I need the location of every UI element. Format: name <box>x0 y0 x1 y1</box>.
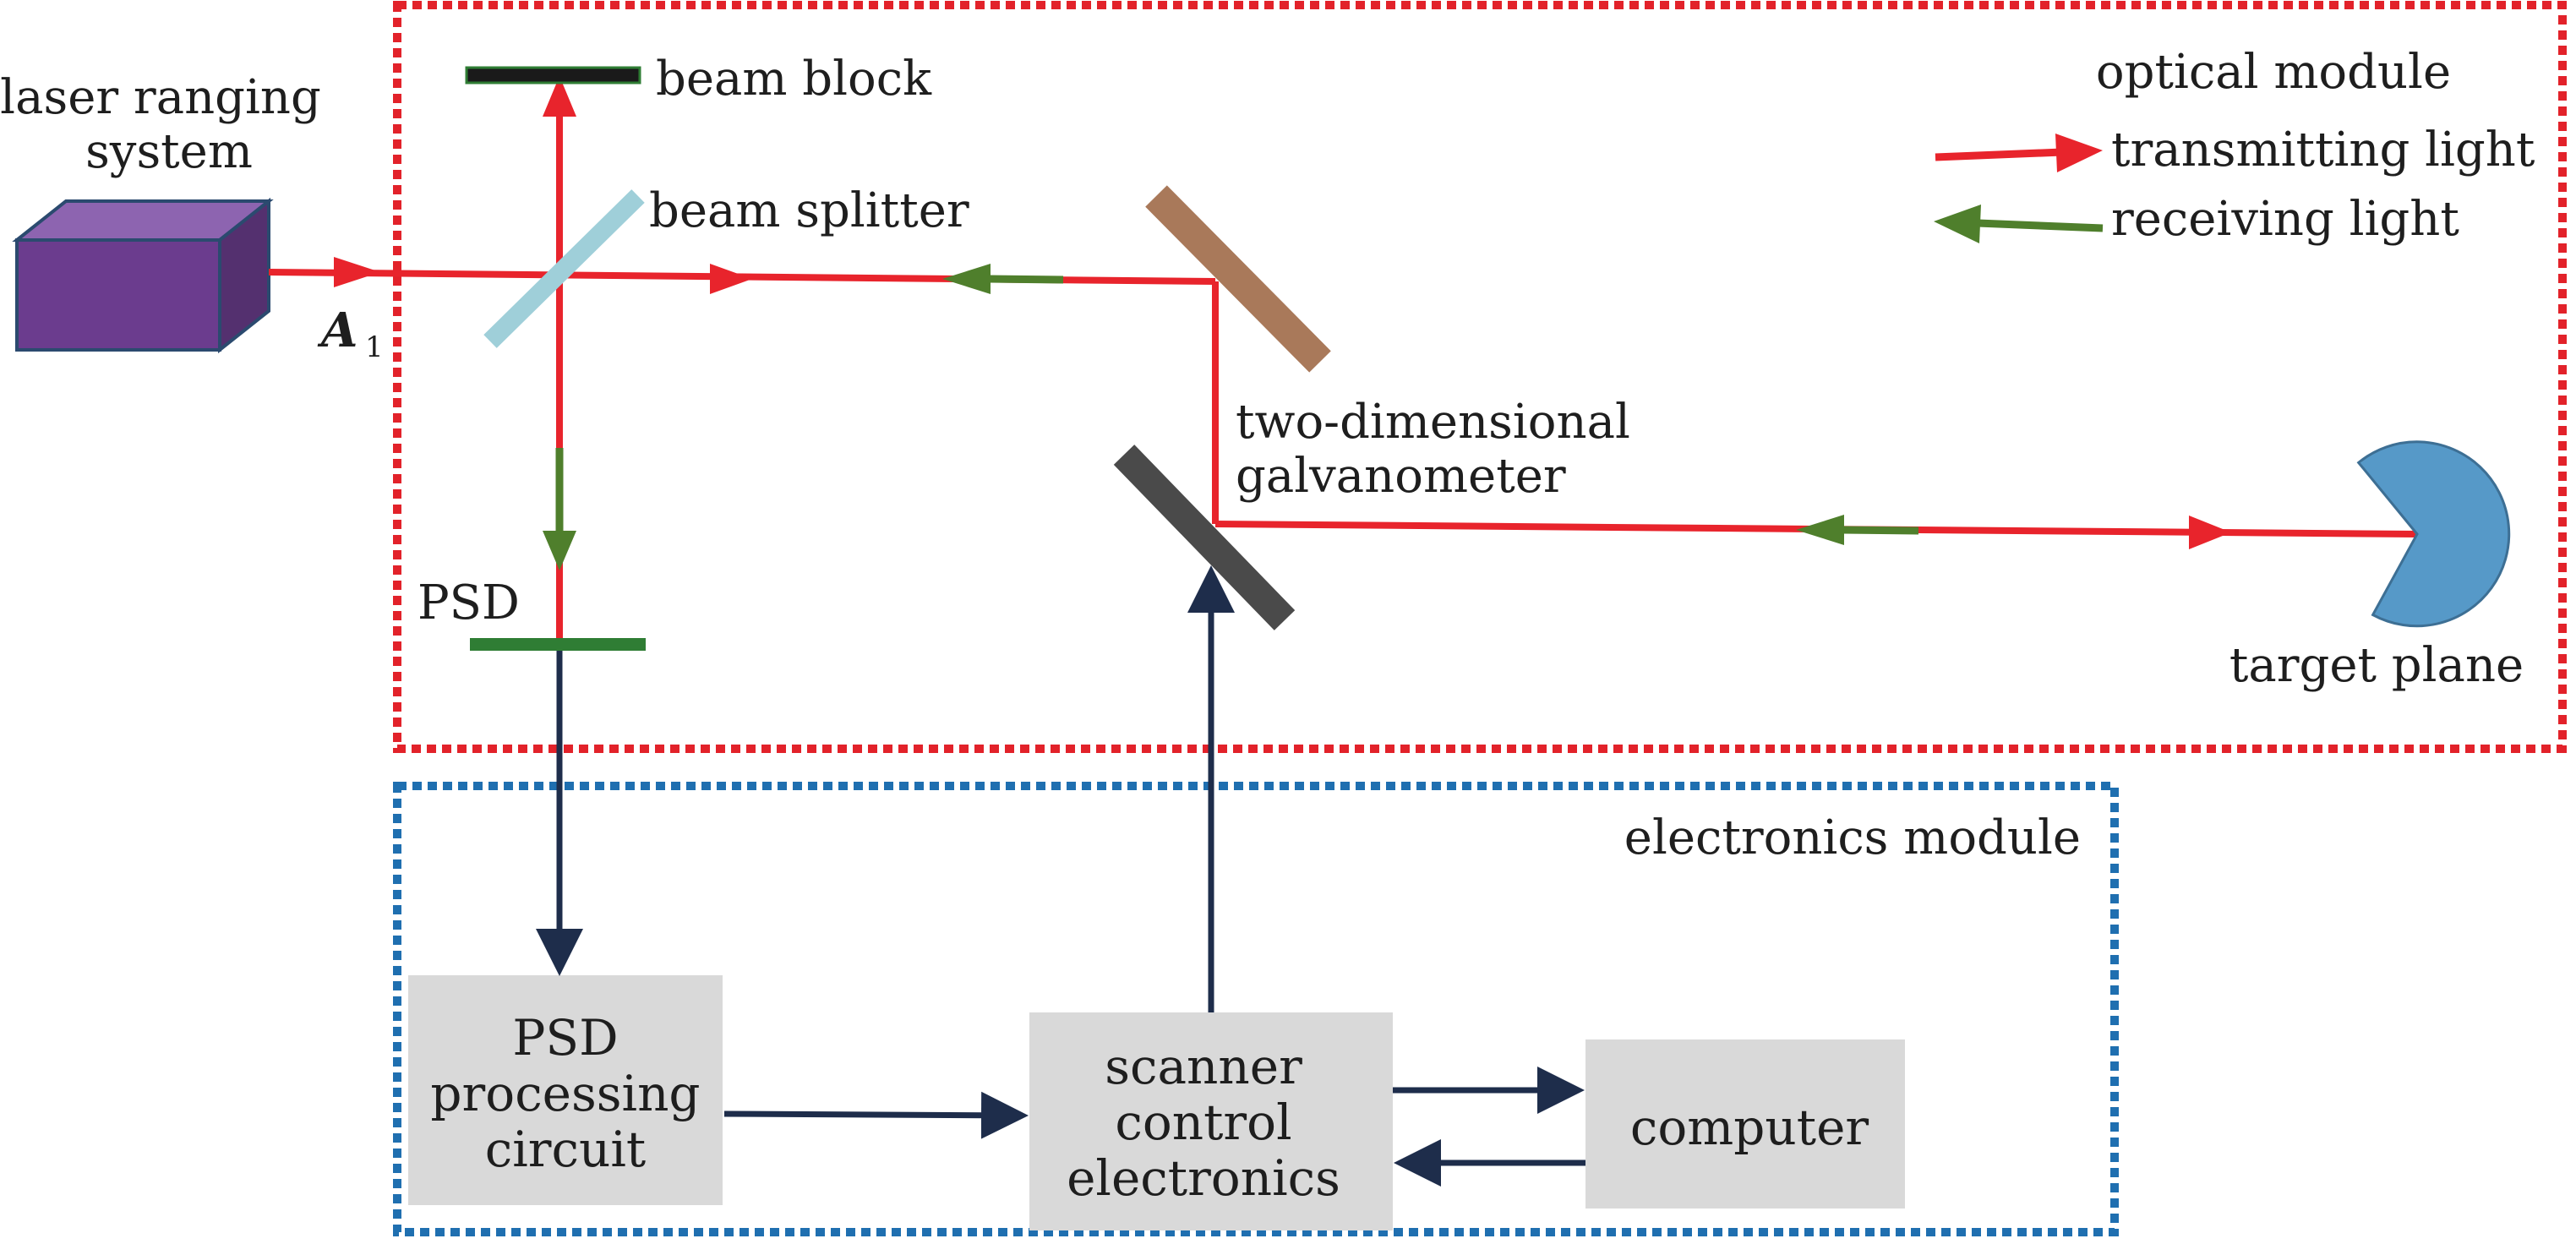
psd-processing-circuit-box <box>408 975 723 1205</box>
a1-label: A <box>317 303 357 358</box>
signal-arrows <box>536 565 1585 1187</box>
transmitting-light-path <box>268 85 2418 642</box>
beam-splitter-label: beam splitter <box>649 183 969 238</box>
receiving-light-path <box>543 264 1919 570</box>
psd-label: PSD <box>418 576 520 630</box>
legend-receiving-arrow <box>1934 205 2104 243</box>
psd-detector-icon <box>470 638 646 651</box>
scanner-control-line1: scanner <box>1105 1038 1302 1095</box>
beam-block-label: beam block <box>656 52 932 106</box>
psd-processing-line2: processing <box>430 1065 700 1122</box>
computer-box <box>1585 1039 1905 1209</box>
psd-processing-line3: circuit <box>485 1121 646 1178</box>
legend-transmitting-label: transmitting light <box>2111 123 2535 177</box>
a1-subscript: 1 <box>365 330 384 364</box>
laser-label-line2: system <box>85 124 253 179</box>
processing-to-scanner-arrow <box>723 1091 1029 1139</box>
scanner-control-electronics-box <box>1029 1012 1393 1230</box>
electronics-module-title: electronics module <box>1624 810 2081 865</box>
laser-label-line1: laser ranging <box>0 70 321 125</box>
transmitting-light-arrows <box>334 76 2231 549</box>
legend-receiving-label: receiving light <box>2111 192 2459 247</box>
target-plane-icon <box>2356 440 2511 628</box>
electronics-module-border <box>393 782 2119 1236</box>
galvanometer-label-line1: two-dimensional <box>1236 395 1630 450</box>
beam-splitter-icon <box>483 189 645 348</box>
optical-module-title: optical module <box>2096 45 2451 100</box>
target-plane-label: target plane <box>2229 638 2524 693</box>
a1-letter: A <box>317 303 357 358</box>
scanner-control-line3: electronics <box>1067 1149 1340 1207</box>
galvo-upper-mirror-icon <box>1145 185 1331 373</box>
legend-transmitting-arrow <box>1935 134 2103 172</box>
computer-label: computer <box>1630 1099 1869 1156</box>
galvo-lower-mirror-icon <box>1113 445 1296 630</box>
laser-source-icon <box>12 197 274 354</box>
scanner-control-line2: control <box>1115 1094 1291 1151</box>
psd-processing-line1: PSD <box>512 1009 618 1067</box>
optical-module-border <box>393 1 2567 753</box>
galvanometer-label-line2: galvanometer <box>1236 449 1566 504</box>
beam-block-icon <box>465 66 641 85</box>
